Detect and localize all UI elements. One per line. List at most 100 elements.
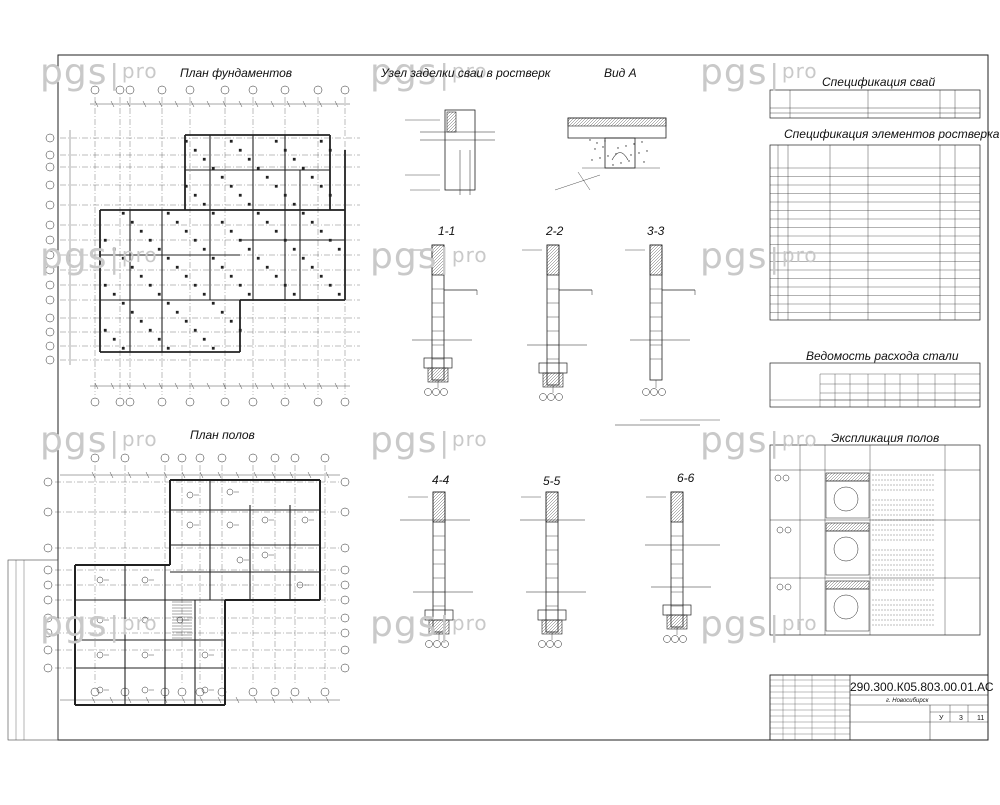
- axis-bubble: [554, 640, 562, 648]
- room-marker: [296, 581, 304, 589]
- section-label: 4-4: [432, 473, 450, 487]
- watermark: pgs|pro: [700, 236, 818, 277]
- room-marker: [141, 651, 149, 659]
- stage-value: У: [939, 715, 944, 722]
- axis-bubble: [45, 280, 55, 290]
- room-marker: [186, 521, 194, 529]
- axis-bubble: [248, 85, 258, 95]
- floor-layer-detail: [833, 536, 859, 562]
- axis-bubble: [248, 453, 258, 463]
- axis-bubble: [43, 595, 53, 605]
- axis-bubble: [217, 453, 227, 463]
- axis-bubble: [340, 645, 350, 655]
- axis-bubble: [185, 85, 195, 95]
- axis-bubble: [43, 645, 53, 655]
- watermark: pgs|pro: [370, 420, 488, 461]
- watermark: pgs|pro: [370, 604, 488, 645]
- floor-layer-detail: [833, 486, 859, 512]
- axis-bubble: [320, 687, 330, 697]
- watermark: pgs|pro: [40, 52, 158, 93]
- floor-type-marker: [784, 526, 792, 534]
- axis-bubble: [432, 388, 440, 396]
- room-marker: [201, 686, 209, 694]
- axis-bubble: [43, 565, 53, 575]
- axis-bubble: [340, 663, 350, 673]
- axis-bubble: [340, 397, 350, 407]
- axis-bubble: [45, 220, 55, 230]
- axis-bubble: [43, 628, 53, 638]
- room-marker: [141, 576, 149, 584]
- axis-bubble: [433, 640, 441, 648]
- room-marker: [141, 686, 149, 694]
- axis-bubble: [340, 565, 350, 575]
- axis-bubble: [642, 388, 650, 396]
- room-marker: [301, 516, 309, 524]
- axis-bubble: [320, 453, 330, 463]
- axis-bubble: [425, 640, 433, 648]
- title-block: [769, 674, 989, 741]
- axis-bubble: [43, 543, 53, 553]
- axis-bubble: [120, 453, 130, 463]
- room-marker: [141, 616, 149, 624]
- room-marker: [261, 551, 269, 559]
- floor-type-marker: [774, 474, 782, 482]
- axis-bubble: [43, 477, 53, 487]
- axis-bubble: [90, 85, 100, 95]
- view-a-title: Вид А: [604, 66, 637, 80]
- axis-bubble: [43, 580, 53, 590]
- room-marker: [226, 488, 234, 496]
- axis-bubble: [650, 388, 658, 396]
- axis-bubble: [45, 355, 55, 365]
- axis-bubble: [90, 453, 100, 463]
- axis-bubble: [547, 393, 555, 401]
- axis-bubble: [340, 543, 350, 553]
- axis-bubble: [45, 295, 55, 305]
- axis-bubble: [45, 200, 55, 210]
- spec-tables: [769, 89, 981, 636]
- axis-bubble: [270, 453, 280, 463]
- axis-bubble: [248, 687, 258, 697]
- axis-bubble: [43, 663, 53, 673]
- axis-bubble: [280, 397, 290, 407]
- watermark: pgs|pro: [40, 236, 158, 277]
- axis-bubble: [340, 613, 350, 623]
- axis-bubble: [45, 133, 55, 143]
- pile-spec-title: Спецификация свай: [822, 75, 936, 89]
- axis-bubble: [125, 397, 135, 407]
- axis-bubble: [546, 640, 554, 648]
- axis-bubble: [45, 265, 55, 275]
- axis-bubble: [440, 388, 448, 396]
- drawing-code: 290.300.К05.803.00.01.АС: [850, 680, 994, 694]
- floor-type-marker: [782, 474, 790, 482]
- section-label: 5-5: [543, 474, 561, 488]
- sheets-total: 11: [977, 715, 985, 722]
- city-label: г. Новосибирск: [886, 698, 929, 704]
- room-marker: [186, 491, 194, 499]
- room-marker: [226, 521, 234, 529]
- sheet-frame: [57, 54, 989, 741]
- axis-bubble: [115, 85, 125, 95]
- watermark: pgs|pro: [700, 420, 818, 461]
- section-label: 1-1: [438, 224, 456, 238]
- axis-bubble: [539, 393, 547, 401]
- axis-bubble: [313, 85, 323, 95]
- watermark: pgs|pro: [370, 52, 488, 93]
- binding-strip: [7, 559, 59, 741]
- foundation-plan-title: План фундаментов: [180, 66, 293, 80]
- room-marker: [96, 651, 104, 659]
- axis-bubble: [280, 85, 290, 95]
- axis-bubble: [195, 687, 205, 697]
- grillage-spec-title: Спецификация элементов ростверка: [784, 127, 1000, 141]
- section-drawings: [400, 244, 720, 648]
- axis-bubble: [290, 453, 300, 463]
- room-marker: [96, 686, 104, 694]
- section-label: 2-2: [546, 224, 564, 238]
- axis-bubble: [313, 397, 323, 407]
- watermark: pgs|pro: [700, 604, 818, 645]
- axis-bubble: [45, 327, 55, 337]
- axis-bubble: [340, 595, 350, 605]
- floor-plan-title: План полов: [190, 428, 255, 442]
- floor-expl-title: Экспликация полов: [831, 431, 940, 445]
- pile-node-drawing: [405, 109, 667, 195]
